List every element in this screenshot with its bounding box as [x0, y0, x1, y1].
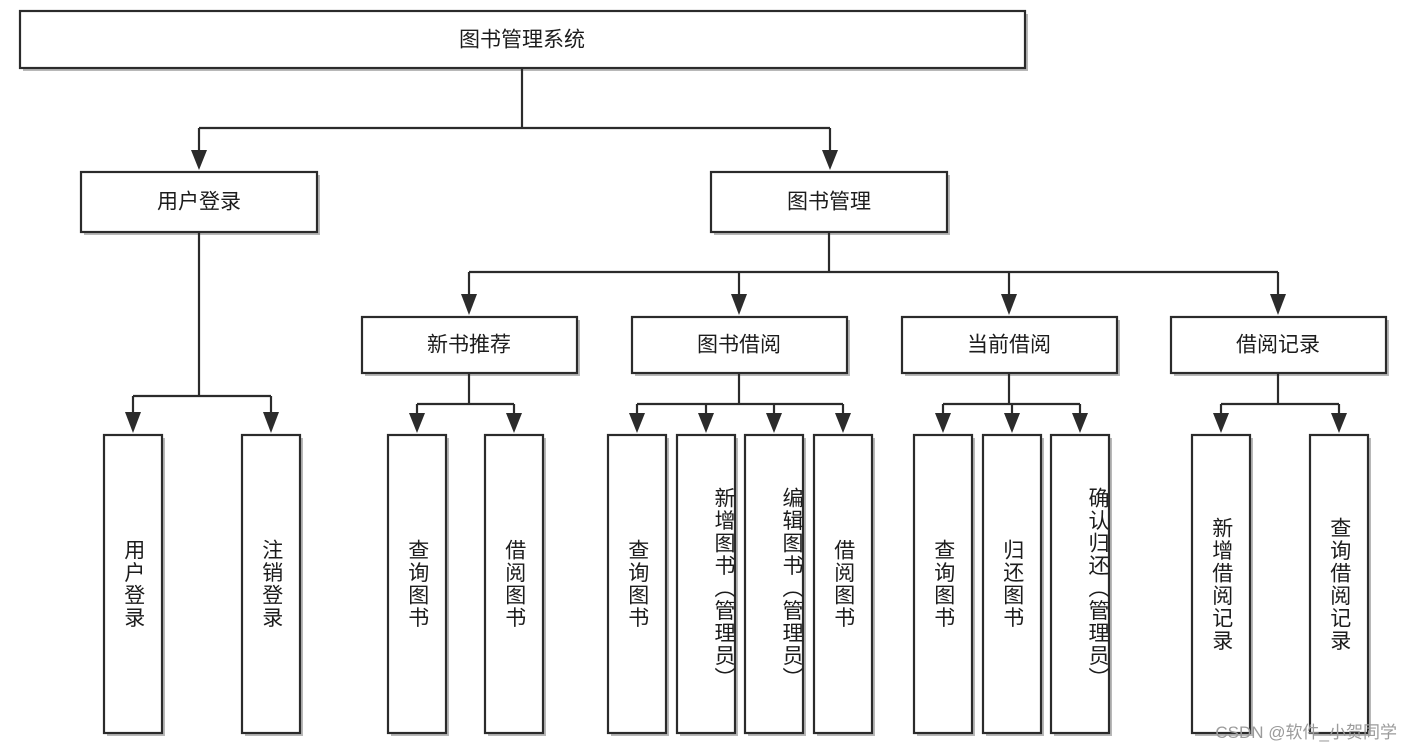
leaf-node-add-borrow-record[interactable]: [1190, 433, 1253, 736]
leaf-node-user-login[interactable]: [102, 433, 165, 736]
leaf-node-confirm-return-admin[interactable]: [1049, 433, 1112, 736]
leaf-node-query-borrow-record[interactable]: [1308, 433, 1371, 736]
leaf-node-add-book-admin[interactable]: [675, 433, 738, 736]
leaf-node-borrow-book-recommend[interactable]: [483, 433, 546, 736]
node-user-login[interactable]: 用户登录: [79, 170, 320, 235]
node-current-borrow-label: 当前借阅: [967, 334, 1051, 357]
node-new-book-recommend-label: 新书推荐: [427, 334, 511, 357]
leaf-node-logout[interactable]: [240, 433, 303, 736]
leaf-node-borrow-book[interactable]: [812, 433, 875, 736]
node-book-management-label: 图书管理: [787, 191, 871, 214]
connector-current-borrow-to-leaves: [935, 373, 1088, 433]
leaf-node-query-book-borrow[interactable]: [606, 433, 669, 736]
node-borrow-record-label: 借阅记录: [1236, 334, 1320, 357]
node-book-borrow[interactable]: 图书借阅: [630, 315, 850, 376]
node-root[interactable]: 图书管理系统: [18, 9, 1028, 71]
connector-root-to-level2: [191, 68, 838, 170]
node-user-login-label: 用户登录: [157, 191, 241, 214]
leaf-node-edit-book-admin[interactable]: [743, 433, 806, 736]
csdn-watermark: CSDN @软件_小贺同学: [1215, 723, 1397, 742]
leaf-node-query-book-recommend[interactable]: [386, 433, 449, 736]
node-root-label: 图书管理系统: [459, 29, 585, 52]
connector-borrow-record-to-leaves: [1213, 373, 1347, 433]
connector-book-management-to-level3: [461, 232, 1286, 315]
leaf-node-query-book-current[interactable]: [912, 433, 975, 736]
connector-book-borrow-to-leaves: [629, 373, 851, 433]
node-book-management[interactable]: 图书管理: [709, 170, 950, 235]
node-borrow-record[interactable]: 借阅记录: [1169, 315, 1389, 376]
connector-new-book-recommend-to-leaves: [409, 373, 522, 433]
node-current-borrow[interactable]: 当前借阅: [900, 315, 1120, 376]
node-new-book-recommend[interactable]: 新书推荐: [360, 315, 580, 376]
connector-user-login-to-leaves: [125, 232, 279, 433]
node-book-borrow-label: 图书借阅: [697, 334, 781, 357]
leaf-node-return-book[interactable]: [981, 433, 1044, 736]
